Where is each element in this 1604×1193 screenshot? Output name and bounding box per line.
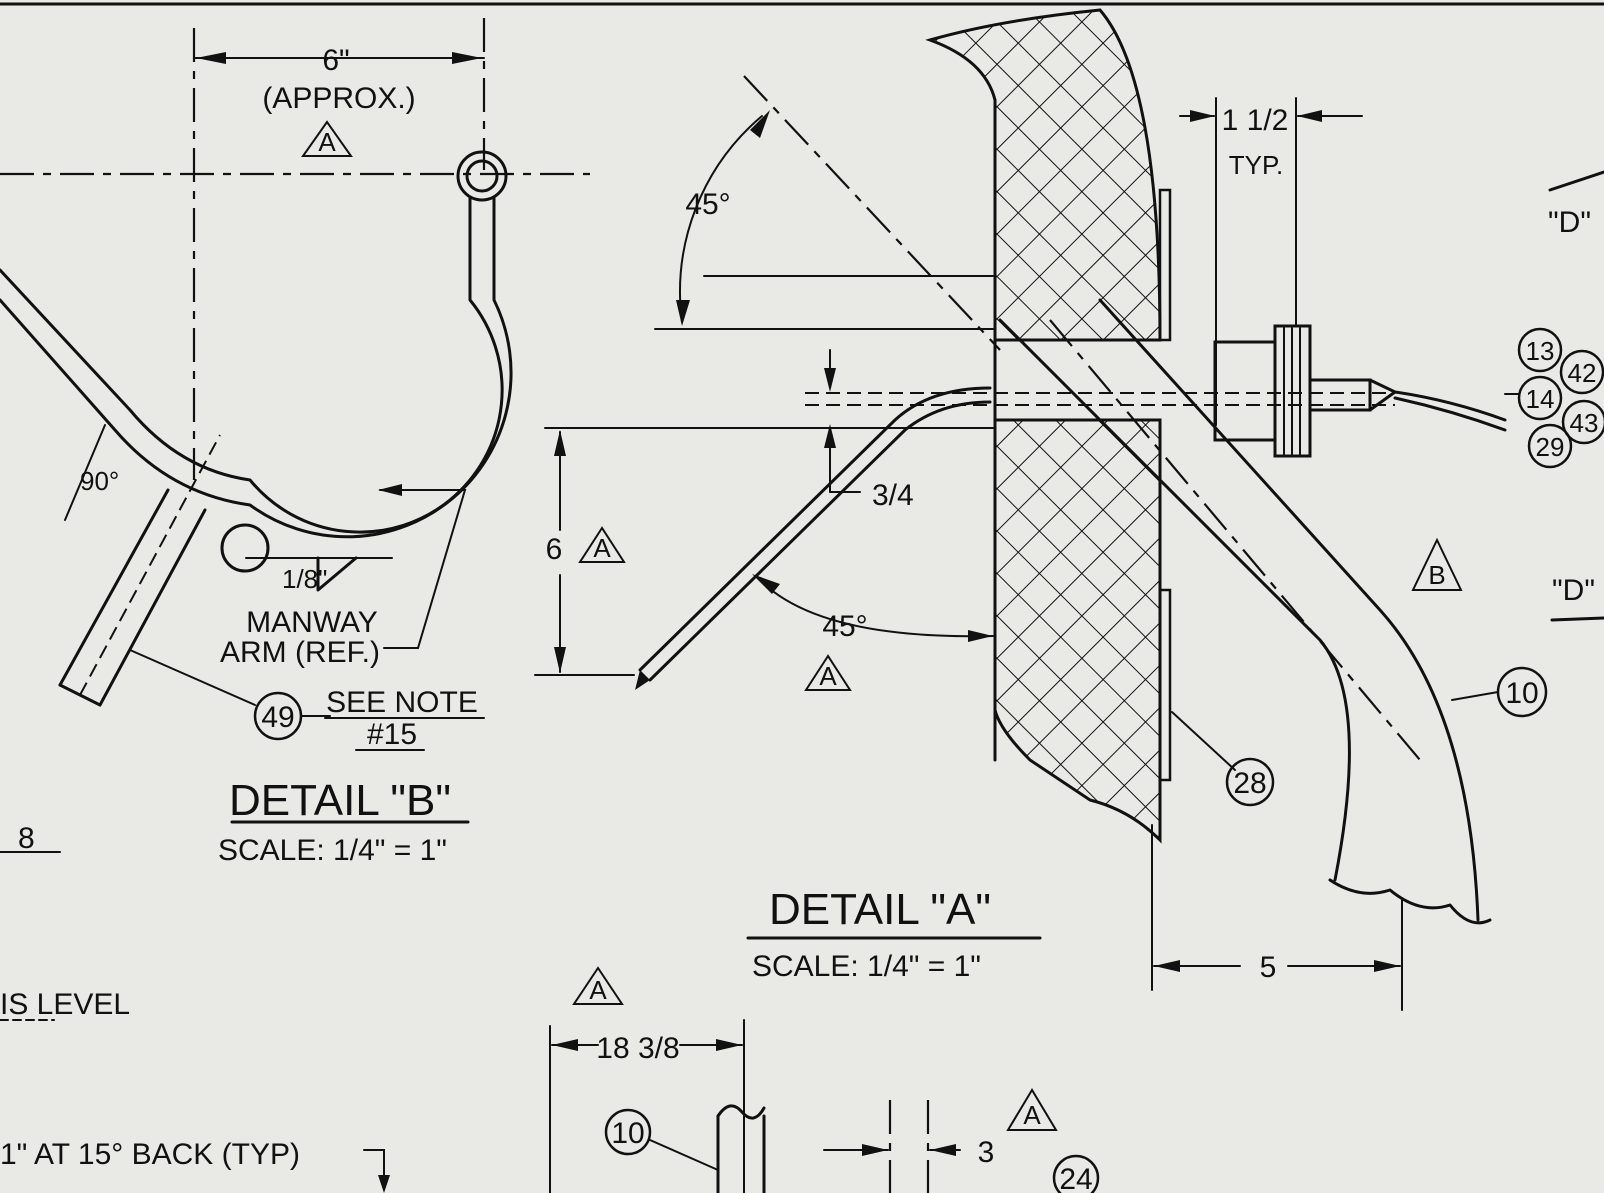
revision-triangle-angle: [804, 654, 852, 691]
dim-top-label: 18 3/8: [596, 1032, 679, 1065]
dim-width-label: 6": [322, 44, 349, 77]
rod-centerline: [79, 434, 221, 696]
see-note-line2: #15: [367, 718, 417, 751]
pipe-break: [1328, 878, 1492, 925]
angle-90-label: 90°: [80, 466, 119, 496]
detail-a-scale: SCALE: 1/4" = 1": [752, 950, 981, 983]
callout-24-label: 24: [1059, 1163, 1092, 1193]
callout-10-bottom: [604, 1108, 652, 1156]
callout-10: [1496, 666, 1548, 718]
nozzle-body: [1213, 340, 1277, 442]
dim-typ-note: TYP.: [1229, 150, 1283, 180]
detail-b-title: DETAIL "B": [229, 776, 451, 825]
manway-label-line2: ARM (REF.): [220, 636, 380, 669]
revision-mark-height: A: [593, 533, 611, 563]
callout-13: [1517, 327, 1563, 373]
callout-14: [1517, 375, 1563, 421]
weld-size-label: 1/8": [282, 564, 327, 594]
view-d-bottom-label: "D": [1552, 574, 1595, 607]
probe-tube-lower: [648, 400, 992, 682]
view-d-top-label: "D": [1548, 206, 1591, 239]
wall-section-upper: [925, 8, 1162, 342]
revision-mark-gap: A: [1023, 1100, 1041, 1130]
detail-a: 45° 3/4 6: [534, 8, 1548, 1011]
see-note-line1: SEE NOTE: [326, 686, 478, 719]
detail-b: 6" (APPROX.) A 90° 1/8" MANWAY ARM (REF.…: [0, 18, 590, 867]
revision-triangle-height: [578, 526, 626, 563]
revision-triangle: [301, 120, 353, 157]
callout-28-label: 28: [1233, 767, 1266, 800]
revision-mark-label: A: [318, 127, 336, 157]
pipe-10-outer: [1098, 298, 1480, 922]
callout-24: [1052, 1154, 1100, 1193]
edge-label-8: 8: [18, 822, 35, 855]
left-notes: IS LEVEL 1" AT 15° BACK (TYP): [0, 988, 390, 1193]
probe-tip: [635, 670, 650, 690]
revision-mark-angle: A: [819, 661, 837, 691]
plate-lower: [1158, 588, 1172, 782]
revision-mark-bottom: A: [589, 975, 607, 1005]
plate-upper: [1158, 188, 1172, 342]
callout-28: [1225, 757, 1275, 807]
angle-bottom-label: 45°: [822, 610, 867, 643]
callout-49-label: 49: [261, 701, 294, 734]
pipe-end-outer: [456, 150, 508, 202]
pipe-end-inner: [465, 159, 499, 193]
reference-line-45: [743, 75, 1001, 351]
detail-b-scale: SCALE: 1/4" = 1": [218, 834, 447, 867]
right-edge-callouts: "D" 13 42 14 43 29 "D": [1504, 170, 1604, 622]
dim-bottom-label: 5: [1260, 951, 1277, 984]
angle-arc-top: [679, 115, 763, 323]
manway-label-line1: MANWAY: [246, 606, 378, 639]
rod-right-edge: [98, 508, 207, 707]
callout-29-label: 29: [1536, 432, 1565, 462]
callout-42: [1559, 349, 1604, 395]
detail-a-title: DETAIL "A": [769, 885, 991, 934]
weld-all-around-circle: [220, 523, 270, 573]
callout-10-label: 10: [1505, 677, 1538, 710]
nozzle-tip: [1308, 378, 1372, 412]
callout-10-bottom-label: 10: [611, 1117, 644, 1150]
dim-typ-value: 1 1/2: [1222, 104, 1289, 137]
view-d-arrow-top: [1548, 170, 1604, 192]
cable: [1393, 390, 1507, 422]
callout-43-label: 43: [1570, 408, 1599, 438]
manway-arm-inner: [0, 196, 504, 534]
pipe-centerline: [1049, 319, 1421, 761]
revision-triangle-gap: [1006, 1088, 1058, 1131]
dim-gap-label: 3: [978, 1136, 995, 1169]
revision-mark-b-label: B: [1428, 560, 1445, 590]
revision-triangle-b: [1411, 537, 1463, 591]
pipe-bottom-break: [716, 1104, 766, 1120]
callout-14-label: 14: [1526, 384, 1555, 414]
callout-13-label: 13: [1526, 336, 1555, 366]
revision-triangle-bottom: [572, 966, 624, 1005]
angle-top-label: 45°: [685, 188, 730, 221]
callout-29: [1527, 423, 1573, 469]
view-d-arrow-bottom: [1550, 616, 1604, 622]
rod-left-edge: [58, 488, 170, 687]
dim-width-note: (APPROX.): [262, 82, 415, 115]
note-back: 1" AT 15° BACK (TYP): [0, 1138, 300, 1171]
bottom-detail: A 18 3/8 10 3 A 24: [549, 966, 1100, 1193]
dim-height-label: 6: [546, 533, 563, 566]
angle-arc-bottom: [759, 579, 994, 638]
note-level: IS LEVEL: [0, 988, 130, 1021]
callout-42-label: 42: [1568, 358, 1597, 388]
dim-offset-label: 3/4: [872, 479, 914, 512]
callout-43: [1561, 399, 1604, 445]
manway-leader: [379, 489, 467, 649]
wall-section-lower: [993, 418, 1162, 844]
probe-tube-upper: [638, 386, 992, 672]
